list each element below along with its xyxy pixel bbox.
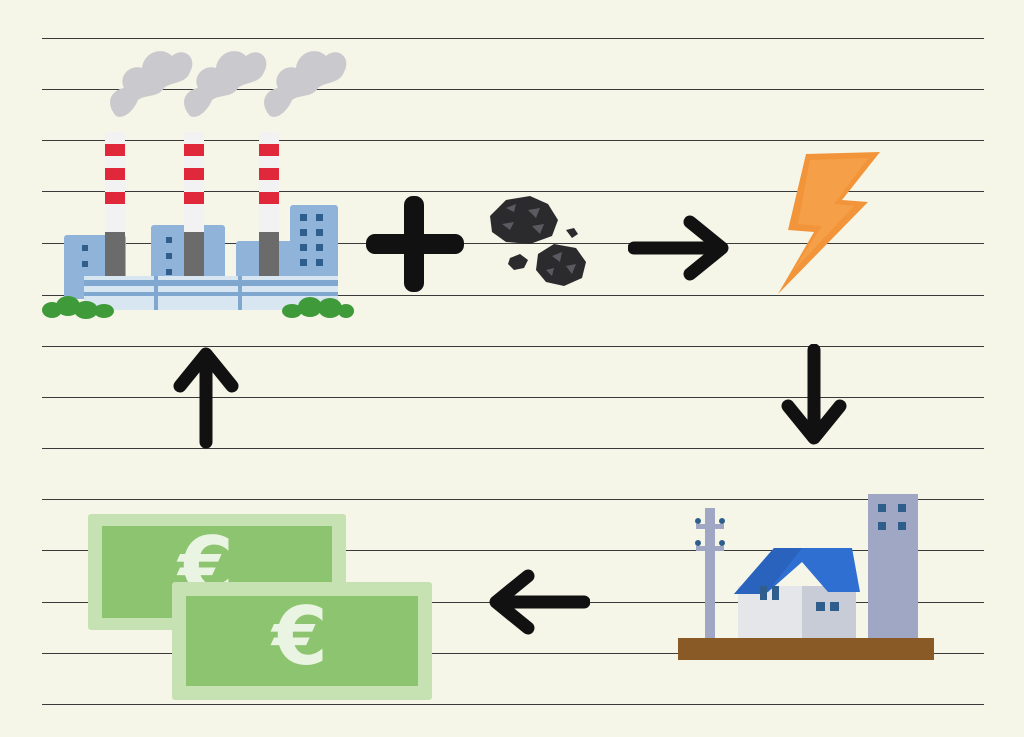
arrow-up-icon bbox=[173, 347, 239, 449]
euro-symbol: € bbox=[270, 590, 328, 683]
arrow-down-icon bbox=[781, 344, 847, 445]
ruled-line bbox=[42, 140, 984, 141]
ruled-line bbox=[42, 191, 984, 192]
house-with-power-pole-icon bbox=[678, 494, 934, 660]
arrow-left-icon bbox=[489, 569, 590, 635]
plus-icon bbox=[366, 196, 464, 292]
ruled-line bbox=[42, 397, 984, 398]
ruled-line bbox=[42, 38, 984, 39]
ruled-line bbox=[42, 448, 984, 449]
ruled-line bbox=[42, 295, 984, 296]
ruled-line bbox=[42, 89, 984, 90]
ruled-line bbox=[42, 550, 984, 551]
lightning-bolt-icon bbox=[778, 152, 880, 294]
ruled-line bbox=[42, 704, 984, 705]
arrow-right-icon bbox=[628, 215, 729, 281]
ruled-line bbox=[42, 499, 984, 500]
ruled-line bbox=[42, 653, 984, 654]
ruled-line bbox=[42, 346, 984, 347]
coal-icon bbox=[490, 196, 586, 286]
factory-with-chimneys-icon bbox=[42, 51, 354, 319]
euro-banknotes-icon: € € bbox=[88, 514, 432, 700]
ruled-line bbox=[42, 243, 984, 244]
